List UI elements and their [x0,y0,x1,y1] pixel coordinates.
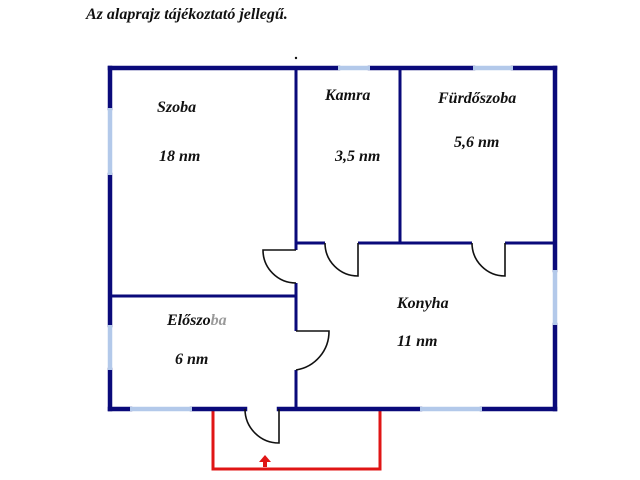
door-kamra [324,242,359,277]
room-area-szoba: 18 nm [159,148,201,165]
door-entrance [244,408,280,444]
room-name-konyha: Konyha [397,295,449,312]
arrow-up-icon [259,455,271,467]
room-area-kamra: 3,5 nm [335,148,381,165]
room-area-furdoszoba: 5,6 nm [454,134,500,151]
doors [244,242,506,444]
disclaimer-caption: Az alaprajz tájékoztató jellegű. [86,6,288,23]
room-name-szoba: Szoba [157,99,197,116]
room-name-eloszoba-main: Előszo [167,312,211,329]
room-area-konyha: 11 nm [397,333,438,350]
room-name-kamra: Kamra [325,87,371,104]
room-name-furdoszoba: Fürdőszoba [438,90,517,107]
room-name-eloszoba: Előszoba [167,312,227,330]
entrance-path [211,411,382,471]
door-szoba [262,249,297,284]
door-eloszoba-konyha [295,330,330,371]
room-area-eloszoba: 6 nm [175,351,209,368]
door-furdoszoba [471,242,506,277]
windows [107,65,558,412]
interior-walls [110,68,555,409]
room-name-eloszoba-tail: ba [210,312,227,329]
walls [107,65,558,412]
